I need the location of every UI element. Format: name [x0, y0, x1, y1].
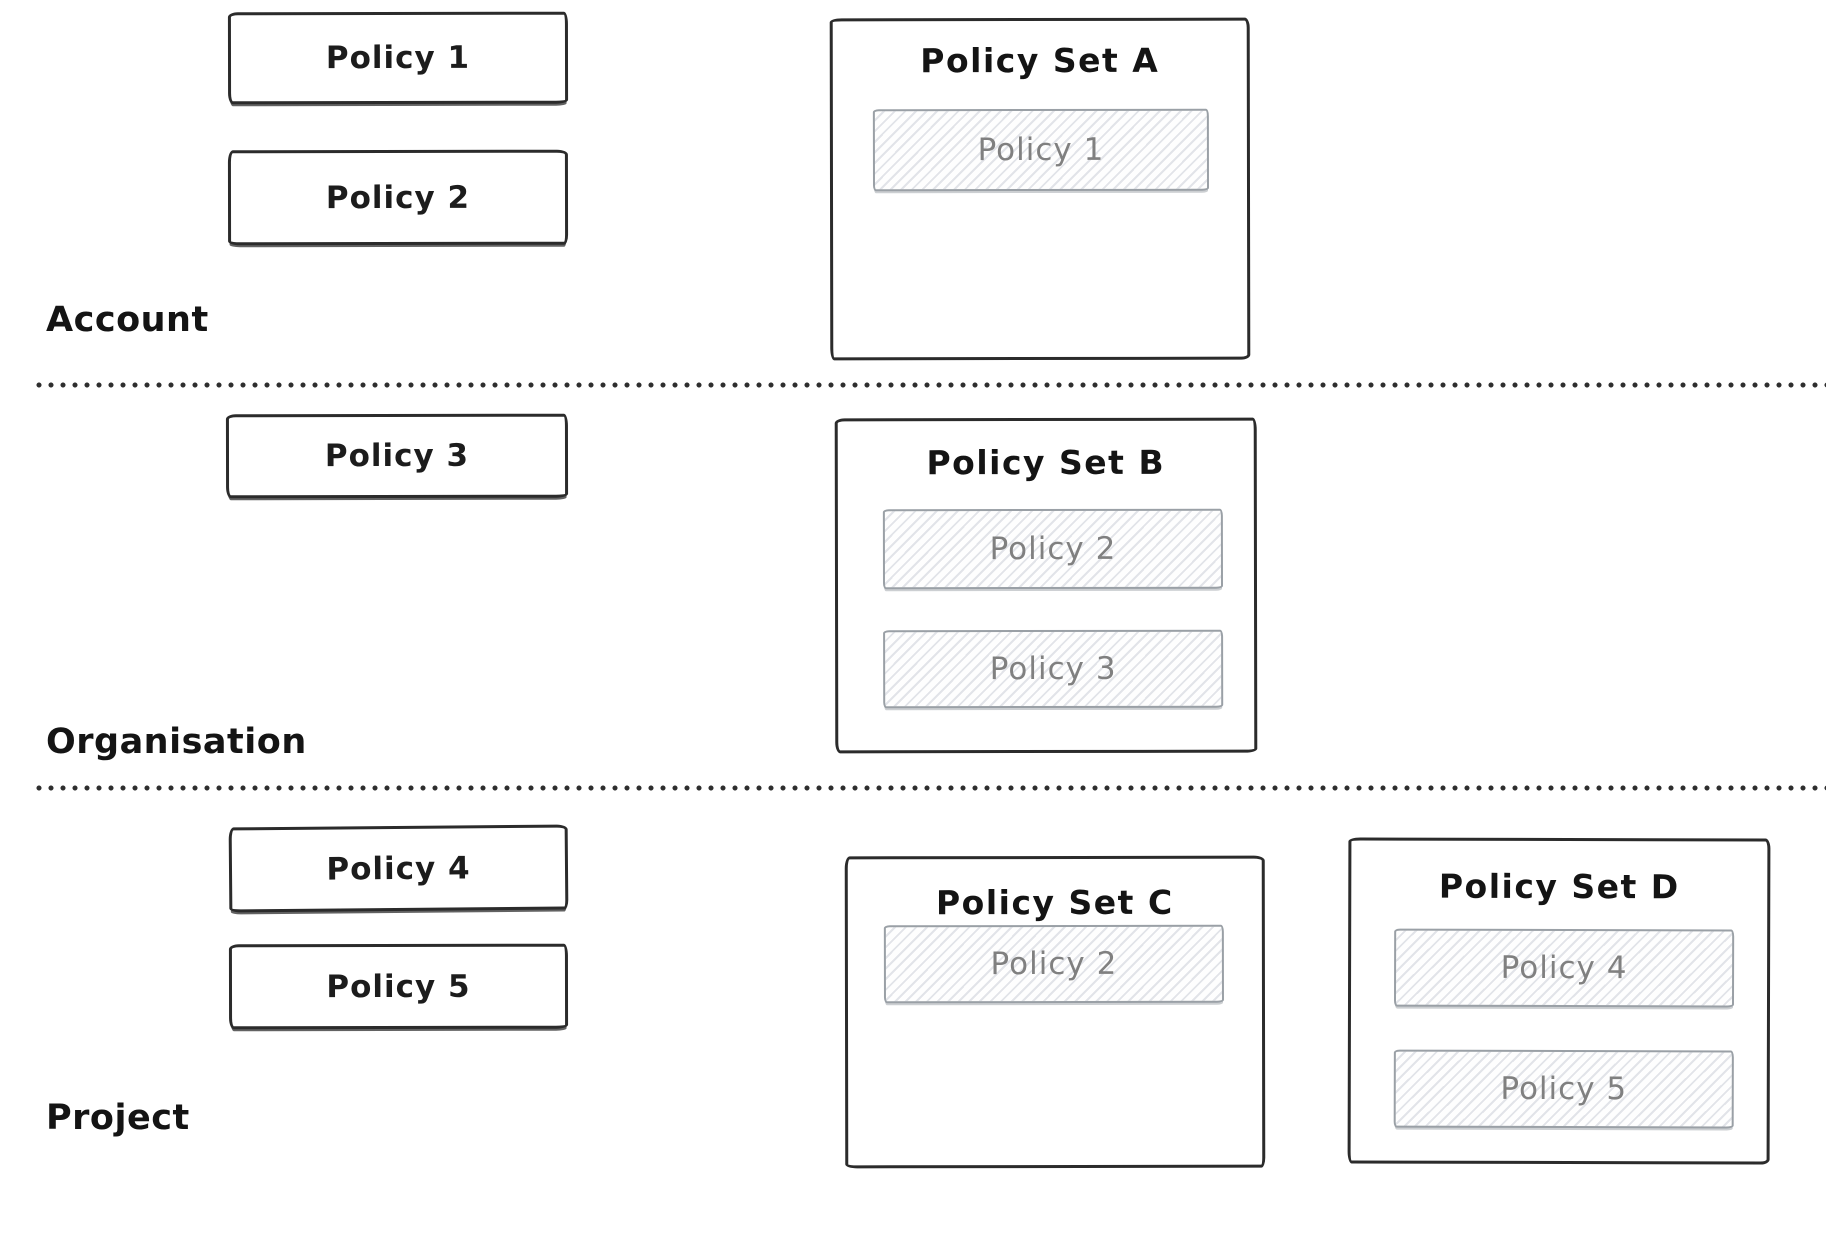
- policy-set-c-member-policy-2: Policy 2: [883, 924, 1224, 1004]
- policy-3-box: Policy 3: [225, 413, 569, 499]
- member-label: Policy 2: [989, 530, 1117, 568]
- member-label: Policy 1: [977, 131, 1105, 169]
- policy-set-c: Policy Set C Policy 2: [844, 855, 1266, 1169]
- member-label: Policy 3: [989, 650, 1117, 688]
- policy-set-a: Policy Set A Policy 1: [829, 17, 1251, 361]
- policy-set-a-member-policy-1: Policy 1: [872, 108, 1210, 192]
- member-label: Policy 5: [1500, 1070, 1628, 1108]
- policy-set-d-member-policy-4: Policy 4: [1393, 928, 1735, 1008]
- policy-5-label: Policy 5: [326, 968, 471, 1005]
- level-label-account: Account: [46, 300, 209, 340]
- policy-1-label: Policy 1: [325, 39, 471, 77]
- policy-2-box: Policy 2: [227, 149, 569, 246]
- policy-2-label: Policy 2: [325, 179, 471, 216]
- policy-set-d-member-policy-5: Policy 5: [1393, 1049, 1734, 1129]
- policy-set-b-member-policy-3: Policy 3: [883, 629, 1224, 709]
- policy-set-d: Policy Set D Policy 4 Policy 5: [1347, 837, 1771, 1165]
- policy-5-box: Policy 5: [228, 943, 569, 1030]
- policy-4-box: Policy 4: [228, 824, 569, 913]
- policy-4-label: Policy 4: [326, 849, 471, 888]
- tier-divider-account-organisation: [36, 382, 1826, 388]
- policy-set-c-title: Policy Set C: [935, 882, 1174, 923]
- policy-3-label: Policy 3: [324, 437, 470, 475]
- policy-set-b-title: Policy Set B: [926, 442, 1166, 483]
- level-label-project: Project: [46, 1098, 190, 1138]
- policy-set-b: Policy Set B Policy 2 Policy 3: [834, 417, 1258, 754]
- member-label: Policy 2: [990, 945, 1118, 983]
- level-label-organisation: Organisation: [46, 722, 307, 762]
- member-label: Policy 4: [1500, 949, 1628, 987]
- policy-set-a-title: Policy Set A: [920, 40, 1160, 81]
- tier-divider-organisation-project: [36, 785, 1826, 791]
- policy-set-b-member-policy-2: Policy 2: [882, 508, 1224, 590]
- policy-1-box: Policy 1: [227, 11, 569, 105]
- policy-set-d-title: Policy Set D: [1438, 866, 1680, 907]
